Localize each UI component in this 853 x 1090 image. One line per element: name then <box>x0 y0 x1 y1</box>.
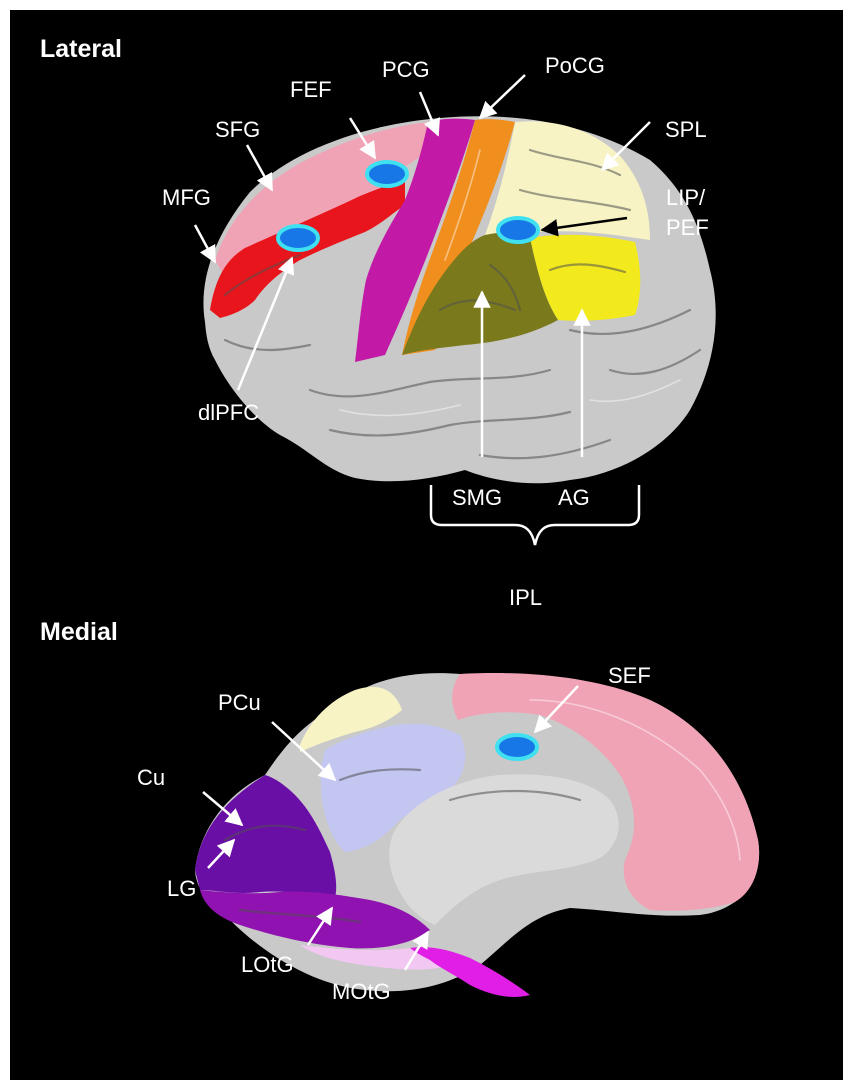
label-pocg: PoCG <box>545 53 605 78</box>
lateral-heading: Lateral <box>40 35 122 63</box>
label-pcg: PCG <box>382 57 430 82</box>
label-motg: MOtG <box>332 979 391 1004</box>
label-dlpfc: dlPFC <box>198 400 259 425</box>
label-ipl: IPL <box>509 585 542 610</box>
dlpfc-eye-field <box>278 226 318 250</box>
medial-brain <box>195 673 759 997</box>
label-cu: Cu <box>137 765 165 790</box>
lateral-brain <box>203 116 715 483</box>
label-lg: LG <box>167 876 196 901</box>
fef-eye-field <box>367 162 407 186</box>
label-sef: SEF <box>608 663 651 688</box>
pocg-arrow <box>480 75 525 118</box>
label-fef: FEF <box>290 77 332 102</box>
label-sfg: SFG <box>215 117 260 142</box>
mfg-arrow <box>195 225 215 262</box>
sef-eye-field <box>497 735 537 759</box>
medial-heading: Medial <box>40 618 118 646</box>
brain-diagram: Lateral FEF PCG PoCG SFG SPL MFG LIP/ PE… <box>10 10 843 1080</box>
label-lotg: LOtG <box>241 952 294 977</box>
label-pcu: PCu <box>218 690 261 715</box>
label-ag: AG <box>558 485 590 510</box>
label-spl: SPL <box>665 117 707 142</box>
label-smg: SMG <box>452 485 502 510</box>
label-mfg: MFG <box>162 185 211 210</box>
label-lip-line1: LIP/ <box>666 185 706 210</box>
lip-pef-eye-field <box>498 218 538 242</box>
label-lip-line2: PEF <box>666 215 709 240</box>
brain-atlas-figure: Lateral FEF PCG PoCG SFG SPL MFG LIP/ PE… <box>10 10 843 1080</box>
